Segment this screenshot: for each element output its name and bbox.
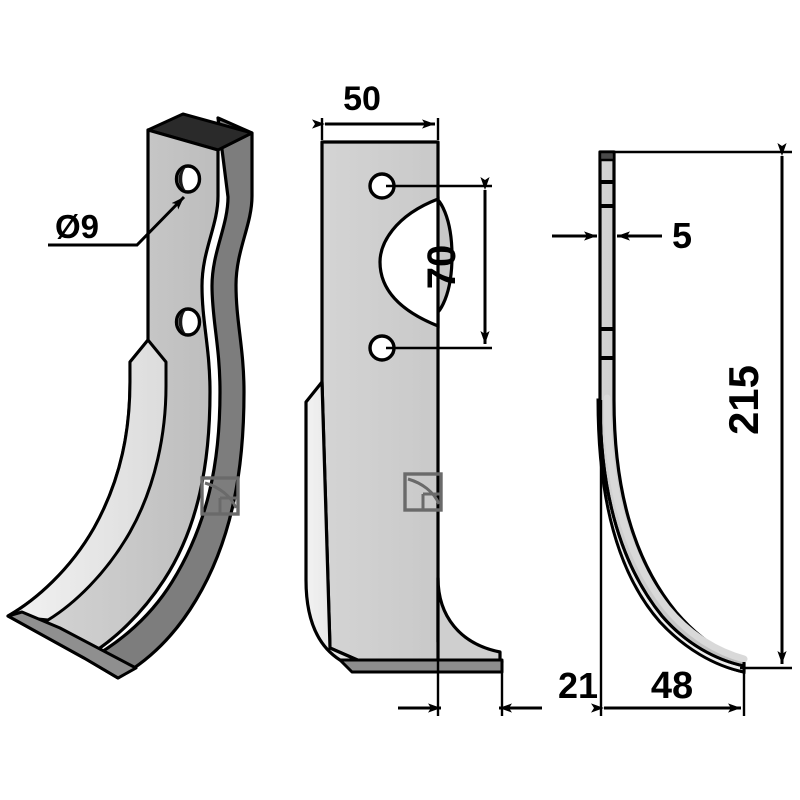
plate-width-label: 50 xyxy=(343,80,381,118)
blade-profile-wave xyxy=(200,195,220,393)
hole-spacing-dimension: 70 xyxy=(386,177,492,350)
side-foot-offset-dimension: 48 xyxy=(591,400,746,716)
side-view: 5 215 48 xyxy=(552,143,792,716)
front-view: 50 70 21 xyxy=(304,80,598,716)
manufacturer-stamp xyxy=(200,476,240,516)
lower-hole xyxy=(174,307,202,337)
front-bottom-edge xyxy=(338,658,504,674)
hole-diameter-leader-line xyxy=(48,195,186,247)
isometric-view: Ø9 xyxy=(6,112,254,680)
side-top-edge xyxy=(598,150,616,162)
front-foot-offset-label: 21 xyxy=(558,665,598,706)
total-height-label: 215 xyxy=(720,365,767,435)
blade-cutting-bevel xyxy=(6,338,168,622)
plate-thickness-label: 5 xyxy=(672,215,692,256)
upper-hole xyxy=(174,164,202,194)
side-curve-outline xyxy=(598,399,745,668)
side-foot-offset-label: 48 xyxy=(651,665,693,707)
front-foot-curve xyxy=(436,576,502,664)
front-foot-offset-dimension: 21 xyxy=(398,600,598,716)
semicircular-notch xyxy=(378,196,440,329)
hole-diameter-label: Ø9 xyxy=(55,208,99,245)
side-curve-highlight xyxy=(603,394,748,663)
manufacturer-stamp xyxy=(403,472,443,512)
hole-diameter-dimension: Ø9 xyxy=(48,195,186,247)
plate-width-dimension: 50 xyxy=(312,80,440,140)
total-height-dimension: 215 xyxy=(612,143,792,670)
blade-tip-edge xyxy=(83,656,119,680)
side-hole-marks xyxy=(601,180,613,360)
plate-thickness-dimension: 5 xyxy=(552,215,692,256)
hole-spacing-label: 70 xyxy=(420,245,464,290)
